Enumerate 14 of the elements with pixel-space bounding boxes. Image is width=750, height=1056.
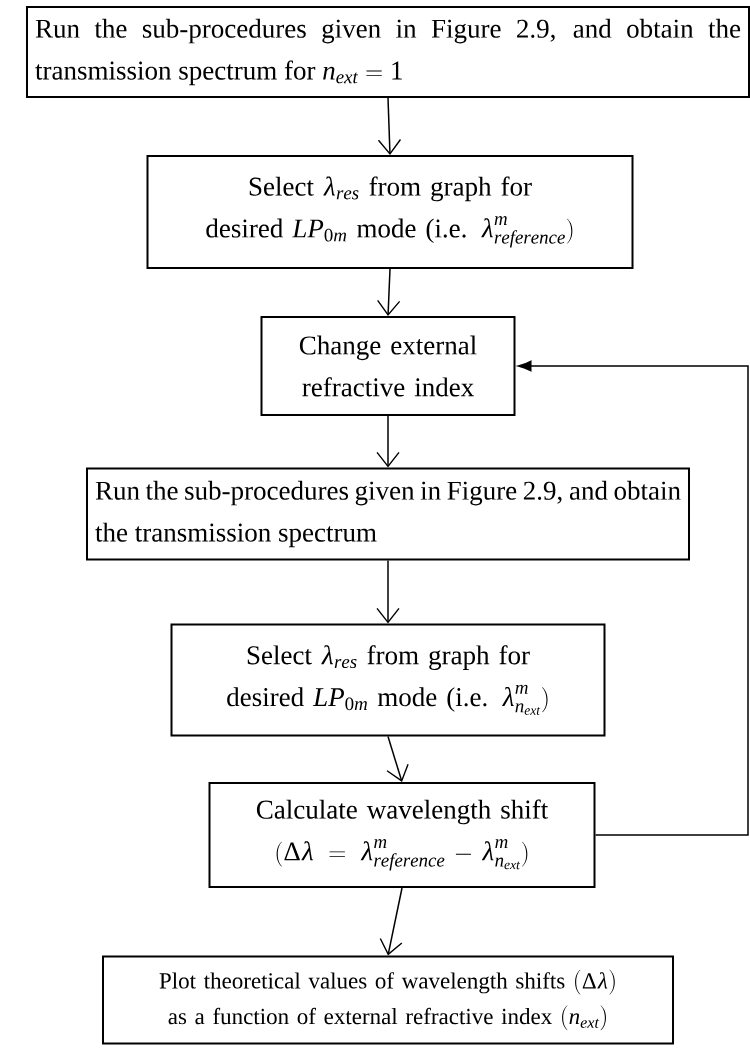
arrow xyxy=(376,268,401,316)
process-box: Plot theoretical values of wavelength shifts $(\Delta\lambda)$ as a function of external refractive index $(n_{ext})$ xyxy=(102,955,674,1045)
arrow xyxy=(376,415,400,468)
process-box: Select $\lambda_{res}$ from graph for desired $LP_{0m}$ mode (i.e. $\lambda^{m}_{reference})$ xyxy=(146,155,634,269)
process-box: Calculate wavelength shift $(\Delta\lambda = \lambda^{m}_{reference} - \lambda^{m}_{n_{ext}})$ xyxy=(208,782,596,888)
arrow xyxy=(377,97,402,155)
arrow xyxy=(517,360,749,836)
process-box: Run the sub-procedures given in Figure 2.9, and obtain the transmission spectrum xyxy=(86,467,690,561)
process-box: Select $\lambda_{res}$ from graph for desired $LP_{0m}$ mode (i.e. $\lambda^{m}_{n_{ext}})$ xyxy=(170,623,606,737)
process-box: Change external refractive index xyxy=(260,316,516,416)
arrow xyxy=(379,887,403,956)
arrow xyxy=(386,735,409,782)
process-box: Run the sub-procedures given in Figure 2.9, and obtain the transmission spectrum for $n_{ext} = 1$ xyxy=(26,6,750,98)
arrow xyxy=(376,559,400,624)
